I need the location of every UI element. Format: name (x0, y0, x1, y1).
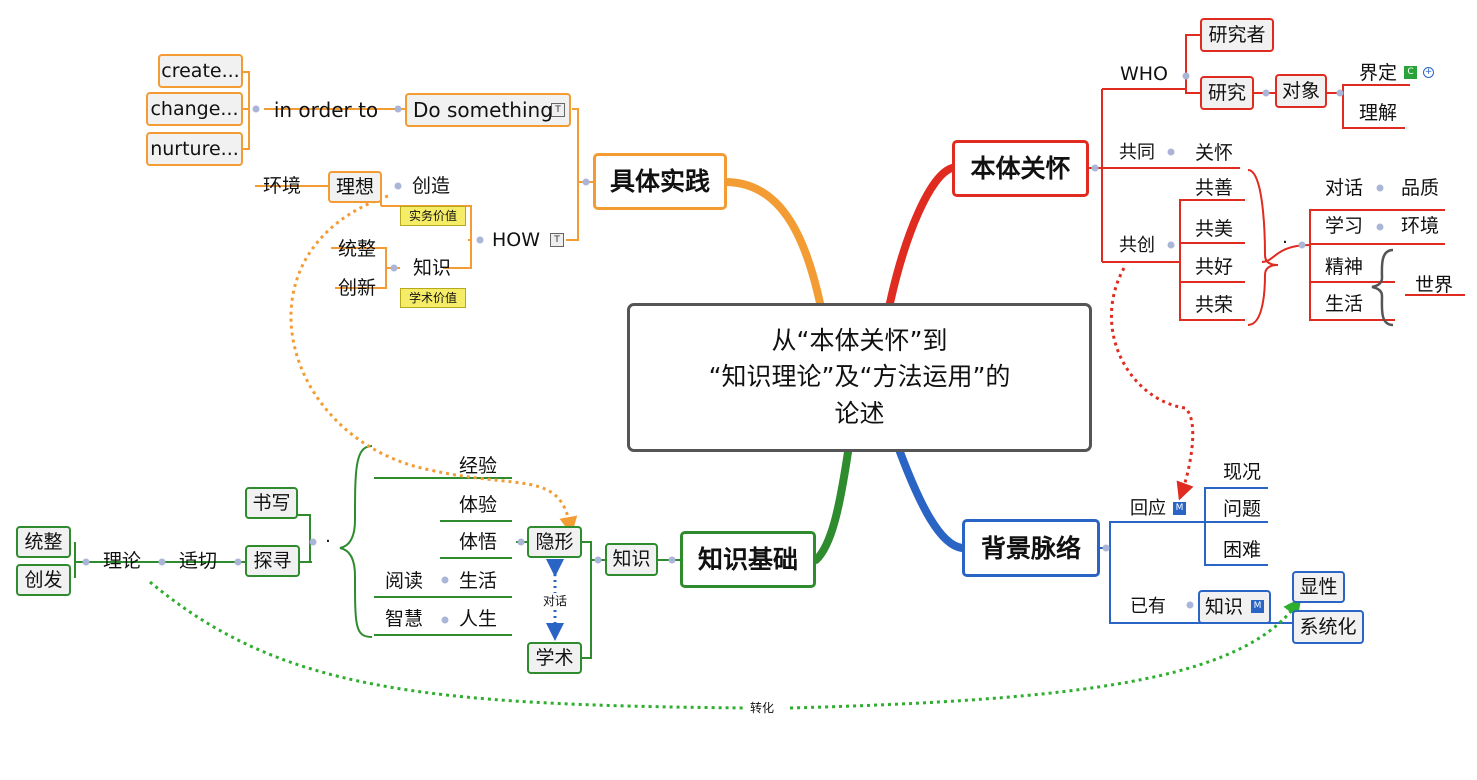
topic-create-zh[interactable]: 创造 (411, 174, 450, 197)
topic-knowledge-green[interactable]: 知识 (605, 543, 658, 576)
topic-who[interactable]: WHO (1119, 62, 1169, 85)
note-icon[interactable]: T (551, 103, 565, 117)
topic-dialogue-red: 对话 (1324, 176, 1363, 199)
topic-academic[interactable]: 学术 (527, 642, 582, 674)
topic-experience: 经验 (458, 454, 497, 477)
topic-implicit[interactable]: 隐形 (527, 526, 582, 558)
topic-knowledge-orange[interactable]: 知识 (412, 256, 451, 279)
topic-understand: 理解 (1358, 101, 1397, 124)
topic-insight: 体悟 (458, 530, 497, 553)
topic-integrate-green[interactable]: 统整 (16, 526, 71, 558)
topic-ontological-care[interactable]: 本体关怀 (952, 140, 1089, 197)
topic-ideal[interactable]: 理想 (328, 171, 382, 203)
topic-nurture[interactable]: nurture... (146, 132, 243, 166)
central-topic-line1: 从“本体关怀”到 (771, 326, 948, 356)
topic-practice[interactable]: 具体实践 (593, 153, 727, 210)
topic-status: 现况 (1222, 460, 1261, 483)
topic-human-life: 人生 (458, 607, 497, 630)
topic-researcher[interactable]: 研究者 (1200, 18, 1274, 52)
topic-create[interactable]: create... (158, 54, 243, 88)
topic-explore[interactable]: 探寻 (245, 545, 300, 577)
do-something-label: Do something (413, 98, 553, 122)
topic-respond[interactable]: 回应 (1130, 498, 1166, 519)
topic-context[interactable]: 背景脉络 (962, 519, 1100, 577)
topic-life-green: 生活 (458, 569, 497, 592)
central-topic-line3: 论述 (834, 398, 885, 428)
topic-common[interactable]: 共同 (1119, 142, 1155, 163)
topic-how[interactable]: HOW (491, 228, 541, 251)
label-academic-value: 学术价值 (400, 288, 466, 308)
note-icon[interactable]: T (550, 233, 564, 247)
topic-do-something[interactable]: Do something (405, 93, 571, 127)
relation-transform[interactable]: 转化 (746, 700, 778, 716)
topic-writing[interactable]: 书写 (245, 487, 298, 519)
central-topic[interactable]: 从“本体关怀”到 “知识理论”及“方法运用”的 论述 (627, 303, 1092, 452)
topic-define[interactable]: 界定 (1358, 61, 1397, 84)
topic-learning: 学习 (1324, 214, 1363, 237)
topic-difficulty: 困难 (1222, 538, 1261, 561)
topic-in-order-to[interactable]: in order to (273, 98, 379, 122)
topic-co-create[interactable]: 共创 (1119, 235, 1155, 256)
knowledge-blue-label: 知识 (1205, 595, 1244, 618)
topic-reading: 阅读 (384, 569, 423, 592)
topic-problem: 问题 (1222, 497, 1261, 520)
attachment-icon[interactable]: M (1251, 600, 1264, 613)
topic-spirit: 精神 (1324, 255, 1363, 278)
topic-environment: 环境 (262, 174, 301, 197)
topic-innovate: 创新 (337, 276, 376, 299)
topic-integrate-orange: 统整 (337, 237, 376, 260)
topic-dot: · (1282, 232, 1288, 253)
topic-environment-red: 环境 (1400, 214, 1439, 237)
topic-co-good: 共善 (1194, 176, 1233, 199)
topic-quality: 品质 (1400, 176, 1439, 199)
topic-explicit[interactable]: 显性 (1292, 571, 1345, 603)
topic-co-beauty: 共美 (1194, 217, 1233, 240)
topic-existing[interactable]: 已有 (1130, 596, 1166, 617)
topic-wisdom: 智慧 (384, 607, 423, 630)
topic-co-well: 共好 (1194, 255, 1233, 278)
topic-world: 世界 (1414, 273, 1453, 296)
topic-co-prosper: 共荣 (1194, 293, 1233, 316)
central-topic-line2: “知识理论”及“方法运用”的 (708, 362, 1011, 392)
topic-theory[interactable]: 理论 (102, 549, 141, 572)
topic-change[interactable]: change... (146, 92, 243, 126)
topic-experience-felt: 体验 (458, 493, 497, 516)
expand-plus-icon[interactable]: + (1423, 67, 1434, 78)
topic-systematize[interactable]: 系统化 (1292, 610, 1364, 644)
topic-dot-green: · (325, 531, 331, 552)
attachment-icon[interactable]: M (1173, 502, 1186, 515)
relation-dialogue[interactable]: 对话 (537, 593, 573, 609)
topic-inspire[interactable]: 创发 (16, 564, 71, 596)
label-practice-value: 实务价值 (400, 206, 466, 226)
label-icon[interactable]: C (1404, 66, 1417, 79)
topic-object[interactable]: 对象 (1275, 74, 1327, 108)
topic-research[interactable]: 研究 (1200, 76, 1254, 110)
topic-appropriate[interactable]: 适切 (178, 549, 217, 572)
topic-knowledge-base[interactable]: 知识基础 (680, 531, 816, 588)
topic-care: 关怀 (1194, 141, 1233, 164)
topic-life-red: 生活 (1324, 292, 1363, 315)
